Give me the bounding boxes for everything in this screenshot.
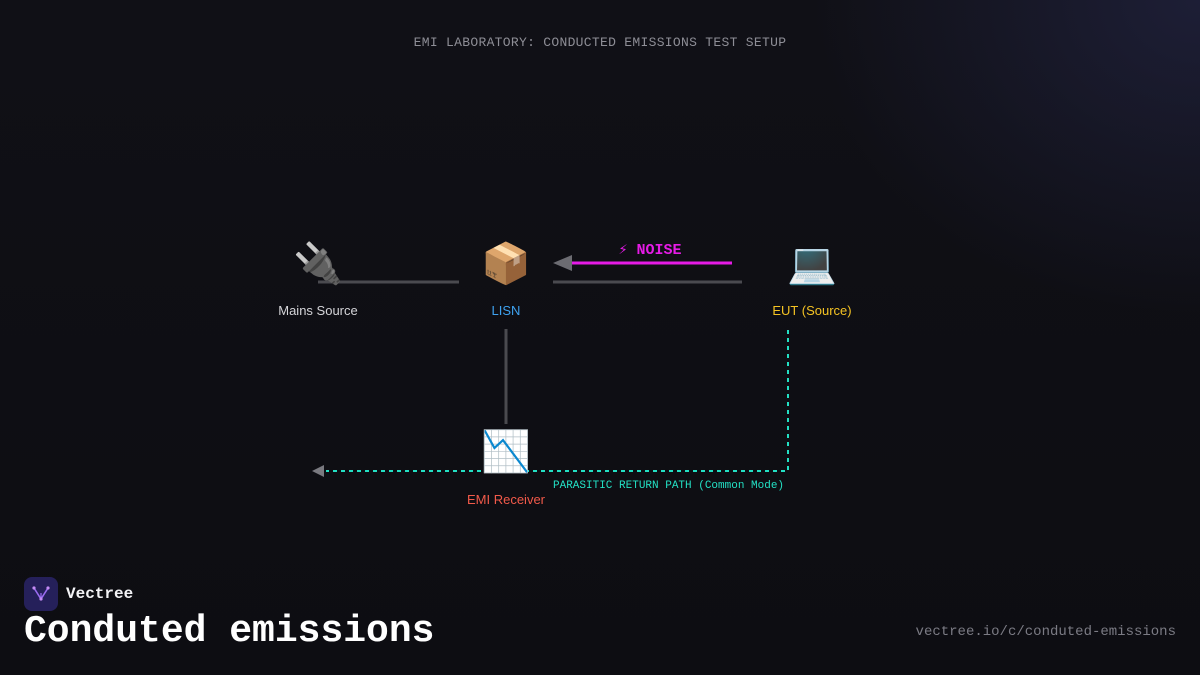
noise-arrow-head xyxy=(553,255,572,271)
chart-decreasing-icon: 📉 xyxy=(481,429,531,475)
noise-label: ⚡ NOISE xyxy=(618,242,682,259)
mains-source-label: Mains Source xyxy=(278,303,358,318)
electric-plug-icon: 🔌 xyxy=(293,241,343,287)
eut-label: EUT (Source) xyxy=(772,303,852,318)
lab-title: EMI LABORATORY: CONDUCTED EMISSIONS TEST… xyxy=(413,35,787,50)
vectree-logo-mark xyxy=(32,586,50,601)
package-box-icon: 📦 xyxy=(481,241,531,287)
vectree-logo-icon xyxy=(24,577,58,611)
parasitic-arrow-head xyxy=(312,465,324,477)
parasitic-return-path xyxy=(326,330,789,472)
brand: Vectree xyxy=(24,577,133,611)
emi-receiver-label: EMI Receiver xyxy=(466,492,546,507)
parasitic-path-label: PARASITIC RETURN PATH (Common Mode) xyxy=(553,480,785,492)
lisn-label: LISN xyxy=(491,303,521,318)
page-title: Conduted emissions xyxy=(24,610,435,653)
page-url[interactable]: vectree.io/c/conduted-emissions xyxy=(915,624,1176,640)
brand-name: Vectree xyxy=(66,585,134,603)
laptop-icon: 💻 xyxy=(787,241,837,287)
